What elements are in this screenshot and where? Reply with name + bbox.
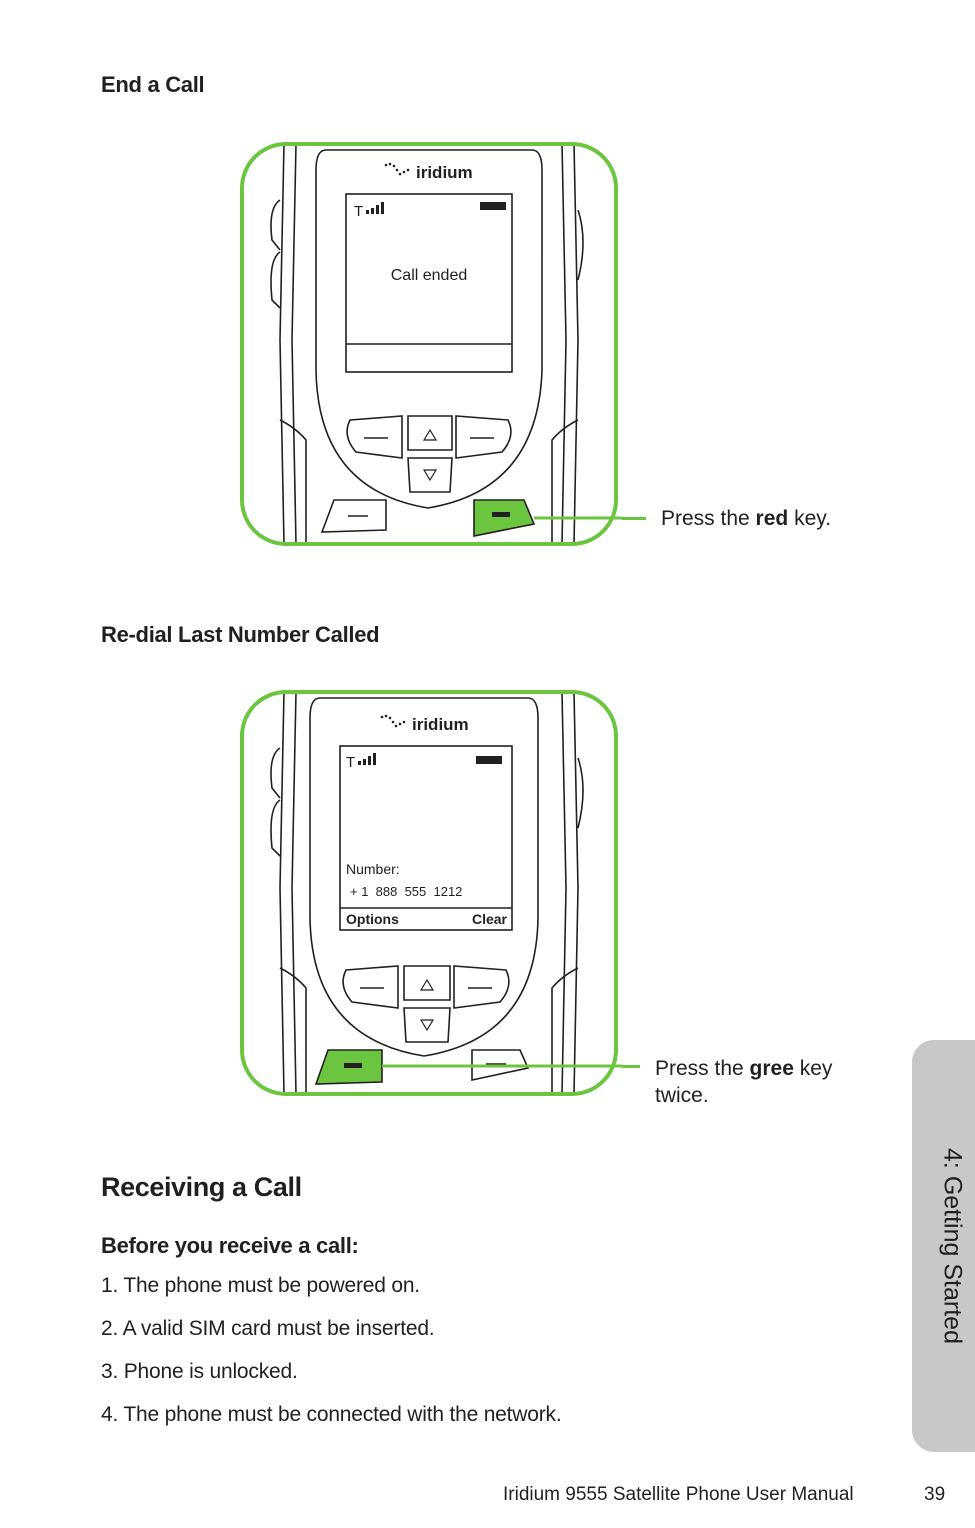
list-item: 2. A valid SIM card must be inserted.	[101, 1317, 435, 1340]
section-heading-end-call: End a Call	[101, 72, 205, 97]
callout-end-call: Press the red key.	[661, 505, 831, 532]
iridium-logo-icon	[384, 162, 410, 176]
signal-indicator: T	[346, 754, 355, 771]
page-number: 39	[924, 1484, 946, 1505]
footer-manual-title: Iridium 9555 Satellite Phone User Manual	[503, 1484, 854, 1505]
callout-line-extension	[622, 517, 646, 520]
callout-bold: red	[755, 507, 789, 530]
requirements-list: 1. The phone must be powered on. 2. A va…	[101, 1274, 562, 1446]
highlight-frame	[240, 690, 618, 1096]
signal-bars-icon	[366, 202, 384, 214]
number-value: + 1 888 555 1212	[350, 884, 462, 899]
section-heading-receiving: Receiving a Call	[101, 1172, 302, 1202]
callout-text-end: key.	[788, 507, 832, 530]
callout-text-end: key	[793, 1057, 833, 1080]
chapter-label: 4: Getting Started	[938, 1148, 967, 1344]
section-heading-redial: Re-dial Last Number Called	[101, 622, 380, 647]
softkey-options: Options	[346, 911, 399, 927]
callout-bold: gree	[749, 1057, 794, 1080]
highlight-frame	[240, 142, 618, 546]
list-item: 3. Phone is unlocked.	[101, 1360, 298, 1383]
signal-indicator: T	[354, 203, 363, 220]
battery-icon	[480, 202, 506, 210]
phone-illustration-end-call: T Call ended iridium	[240, 142, 622, 546]
screen-message: Call ended	[391, 267, 468, 284]
list-item: 1. The phone must be powered on.	[101, 1274, 420, 1297]
subheading-before-receive: Before you receive a call:	[101, 1233, 359, 1258]
list-item: 4. The phone must be connected with the …	[101, 1403, 562, 1426]
number-label: Number:	[346, 861, 400, 877]
chapter-side-tab: 4: Getting Started	[912, 1040, 975, 1452]
callout-text: Press the	[661, 507, 756, 530]
callout-line2: twice.	[655, 1084, 709, 1107]
brand-label: iridium	[412, 715, 469, 734]
callout-redial: Press the gree key twice.	[655, 1055, 832, 1109]
callout-text: Press the	[655, 1057, 750, 1080]
phone-illustration-redial: T Number: + 1 888 555 1212 Options Clear…	[240, 690, 622, 1096]
battery-icon	[476, 756, 502, 764]
iridium-logo-icon	[380, 714, 406, 728]
callout-line-extension	[622, 1065, 640, 1068]
signal-bars-icon	[358, 753, 376, 765]
softkey-clear: Clear	[472, 911, 508, 927]
brand-label: iridium	[416, 163, 473, 182]
